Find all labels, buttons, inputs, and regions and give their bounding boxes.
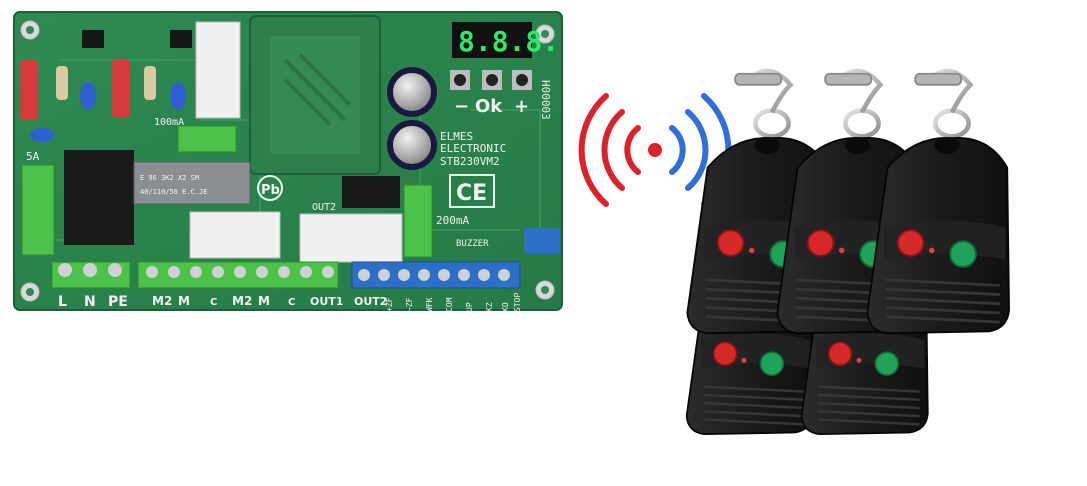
board-buttons	[450, 70, 532, 90]
label-out1: OUT1	[310, 295, 343, 308]
label-L: L	[58, 294, 67, 310]
seven-segment-display	[452, 22, 532, 58]
label-wfk: WFK	[425, 297, 434, 312]
fuse-f1-rating: 5A	[26, 150, 40, 163]
terminal-inputs	[351, 261, 521, 289]
label-com: COM	[445, 297, 454, 312]
svg-text:E 96 3K2 X2 SM: E 96 3K2 X2 SM	[140, 174, 199, 182]
label-kz: KZ	[485, 302, 494, 312]
label-c-a: C	[210, 297, 217, 308]
choke-coil	[64, 150, 134, 245]
label-PE: PE	[108, 294, 128, 310]
label-zf-plus: +ZF	[385, 297, 394, 312]
pb-mark: Pb	[261, 183, 280, 198]
svg-text:40/110/56 E.C.JE: 40/110/56 E.C.JE	[140, 188, 207, 196]
minus-label: −	[454, 96, 469, 117]
ok-label: Ok	[475, 96, 503, 117]
label-ko: KO	[501, 302, 510, 312]
label-m2-b: M2	[232, 294, 252, 308]
x2-capacitor	[133, 161, 251, 205]
label-c-b: C	[288, 297, 295, 308]
serial-label: H00003	[539, 80, 552, 120]
remote-3	[867, 71, 1009, 333]
relay-top	[195, 21, 241, 119]
fuse-f2-rating: 100mA	[154, 117, 184, 128]
fuse-holder-f1	[21, 164, 55, 256]
capacitor-c1	[387, 67, 437, 117]
relay-small	[342, 176, 400, 208]
fuse-holder-f3	[403, 184, 433, 258]
relay-pk1	[189, 211, 281, 259]
ic-u2	[82, 30, 104, 48]
maker-line1: ELMES	[440, 130, 473, 143]
label-out2: OUT2	[354, 295, 387, 308]
remote-controls	[687, 71, 1009, 434]
buzzer-label: BUZZER	[456, 239, 489, 249]
plus-label: +	[514, 96, 529, 117]
label-m-a: M	[178, 294, 190, 308]
maker-line2: ELECTRONIC	[440, 142, 506, 155]
label-stop: STOP	[513, 293, 522, 312]
capacitor-c2	[387, 120, 437, 170]
out2-jumper-label: OUT2	[312, 202, 336, 213]
relay-pk2	[299, 213, 403, 263]
controller-board: 8.8.8. − Ok + H00003 ELMES ELECTRONIC ST…	[13, 11, 563, 312]
ce-mark: CE	[456, 181, 487, 206]
capacitor-c22	[112, 60, 130, 118]
ic-u4	[170, 30, 192, 48]
label-up: UP	[465, 302, 474, 312]
fuse-f3-rating: 200mA	[436, 214, 469, 227]
model-label: STB230VM2	[440, 155, 500, 168]
label-zf-minus: −ZF	[405, 297, 414, 312]
label-m-b: M	[258, 294, 270, 308]
label-m2-a: M2	[152, 294, 172, 308]
display-digits: 8.8.8.	[458, 25, 559, 58]
fuse-holder-f2	[177, 125, 237, 153]
label-N: N	[84, 294, 96, 310]
capacitor-c21	[20, 60, 38, 120]
